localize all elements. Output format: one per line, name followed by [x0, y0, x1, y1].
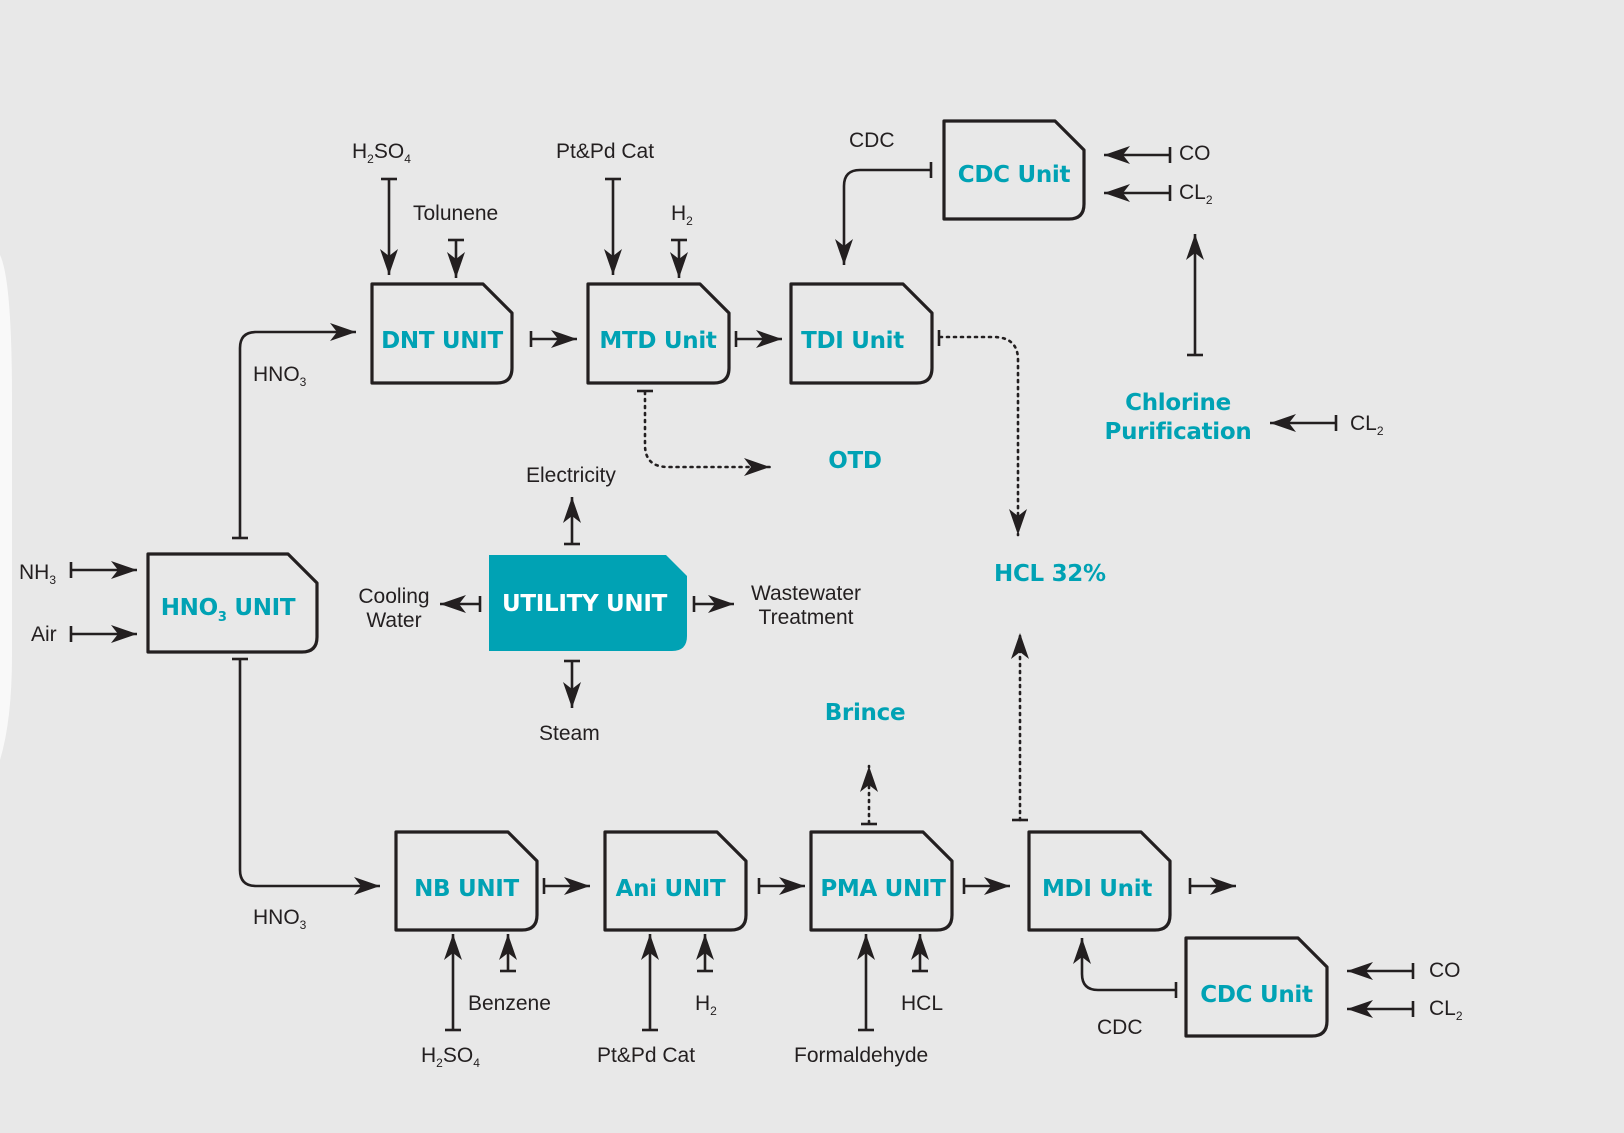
ptpd-top-label: Pt&Pd Cat	[556, 140, 655, 163]
co-bottom-label: CO	[1429, 959, 1461, 982]
mtd-unit-label: MTD Unit	[599, 328, 717, 354]
cdc-to-mdi-arrow	[1073, 938, 1176, 992]
nb-unit-box	[394, 830, 539, 932]
cl2-mid-label: CL2	[1350, 412, 1384, 438]
chlorine-purification-label: Chlorine Purification	[1098, 389, 1258, 447]
hno3-unit-box	[146, 552, 319, 654]
benzene-label: Benzene	[468, 992, 551, 1015]
utility-unit-label: UTILITY UNIT	[501, 591, 668, 617]
h2so4-top-label: H2SO4	[352, 140, 411, 166]
cdc-unit-bottom-box	[1184, 936, 1329, 1038]
hno3-to-dnt-arrow	[238, 323, 356, 538]
dnt-unit-label: DNT UNIT	[381, 328, 503, 354]
air-label: Air	[31, 623, 57, 646]
h2-bottom-label: H2	[695, 992, 717, 1018]
ptpd-bottom-label: Pt&Pd Cat	[597, 1044, 696, 1067]
cdc-to-tdi-arrow	[835, 168, 931, 265]
nb-unit-label: NB UNIT	[414, 876, 519, 902]
hcl-32-label: HCL 32%	[994, 561, 1106, 587]
mtd-unit-box	[586, 282, 731, 385]
electricity-label: Electricity	[526, 464, 616, 487]
utility-unit-box	[489, 555, 687, 651]
pma-unit-box	[809, 830, 954, 932]
cdc-top-stream-label: CDC	[849, 129, 895, 152]
ani-unit-label: Ani UNIT	[615, 876, 726, 902]
cdc-unit-top-box	[942, 119, 1086, 221]
chlorine-purification-line1: Chlorine	[1125, 390, 1231, 416]
ani-unit-box	[603, 830, 748, 932]
hno3-bottom-label: HNO3	[253, 906, 307, 932]
brince-label: Brince	[824, 700, 906, 726]
h2so4-bottom-label: H2SO4	[421, 1044, 480, 1070]
cooling-water-line2: Water	[366, 609, 422, 632]
cdc-unit-bottom-label: CDC Unit	[1200, 982, 1313, 1008]
wastewater-line1: Wastewater	[750, 582, 862, 605]
hno3-unit-label: HNO3 UNIT	[160, 595, 296, 625]
tdi-to-hcl-arrow	[938, 335, 1027, 537]
toluene-label: Tolunene	[413, 202, 499, 225]
otd-label: OTD	[828, 448, 882, 474]
co-top-label: CO	[1179, 142, 1211, 165]
h2-top-label: H2	[671, 202, 693, 228]
decorative-edge	[0, 255, 12, 760]
dnt-unit-box	[370, 282, 514, 385]
cooling-water-label: Cooling Water	[348, 585, 440, 633]
tdi-unit-label: TDI Unit	[801, 328, 904, 354]
wastewater-line2: Treatment	[758, 606, 854, 629]
tdi-unit-box	[789, 282, 934, 385]
steam-label: Steam	[539, 722, 600, 745]
nh3-label: NH3	[19, 561, 57, 587]
mdi-unit-label: MDI Unit	[1041, 876, 1153, 902]
cdc-bottom-stream-label: CDC	[1097, 1016, 1143, 1039]
hno3-top-label: HNO3	[253, 363, 307, 389]
cl2-top-label: CL2	[1179, 181, 1213, 207]
chlorine-purification-line2: Purification	[1104, 419, 1252, 445]
formaldehyde-label: Formaldehyde	[794, 1044, 929, 1067]
mdi-unit-box	[1027, 830, 1172, 932]
mtd-to-otd-arrow	[643, 390, 772, 476]
cdc-unit-top-label: CDC Unit	[957, 162, 1071, 188]
wastewater-label: Wastewater Treatment	[746, 582, 866, 630]
hno3-to-nb-arrow	[238, 659, 380, 895]
cooling-water-line1: Cooling	[358, 585, 430, 608]
pma-unit-label: PMA UNIT	[820, 876, 946, 902]
cl2-bottom-label: CL2	[1429, 997, 1463, 1023]
hcl-label: HCL	[901, 992, 944, 1015]
